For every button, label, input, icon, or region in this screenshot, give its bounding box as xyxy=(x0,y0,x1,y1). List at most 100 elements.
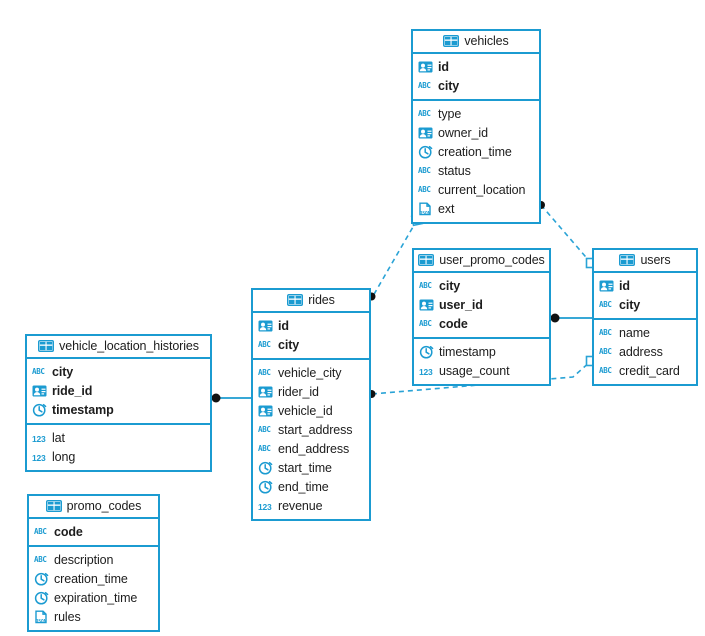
field-row[interactable]: creation_time xyxy=(29,569,158,588)
abc-text-icon: ABC xyxy=(258,339,271,349)
field-row[interactable]: JSON rules xyxy=(29,607,158,626)
field-row[interactable]: timestamp xyxy=(27,400,210,419)
field-label: description xyxy=(54,552,114,567)
field-row[interactable]: ride_id xyxy=(27,381,210,400)
field-label: rider_id xyxy=(278,384,319,399)
abc-text-icon: ABC xyxy=(34,526,47,536)
123-number-icon: 123 xyxy=(32,452,46,463)
field-label: user_id xyxy=(439,297,483,312)
field-row[interactable]: user_id xyxy=(414,295,549,314)
entity-header[interactable]: users xyxy=(594,250,696,273)
field-row[interactable]: owner_id xyxy=(413,123,539,142)
field-row[interactable]: id xyxy=(413,57,539,76)
clock-icon xyxy=(32,403,47,417)
field-label: long xyxy=(52,449,76,464)
field-label: end_address xyxy=(278,441,350,456)
entity-title: vehicles xyxy=(464,34,509,48)
abc-text-icon: ABC xyxy=(418,184,431,194)
field-row[interactable]: start_time xyxy=(253,458,369,477)
abc-text-icon: ABC xyxy=(419,280,432,290)
entity-header[interactable]: promo_codes xyxy=(29,496,158,519)
svg-text:JSON: JSON xyxy=(35,618,46,624)
primary-key-section: ABC code xyxy=(29,519,158,547)
clock-icon xyxy=(34,572,49,586)
field-label: code xyxy=(439,316,468,331)
svg-text:JSON: JSON xyxy=(419,210,430,216)
clock-icon xyxy=(419,345,434,359)
abc-text-icon: ABC xyxy=(418,80,431,90)
table-grid-icon xyxy=(418,253,435,268)
field-label: vehicle_city xyxy=(278,365,342,380)
field-label: code xyxy=(54,524,83,539)
entity-header[interactable]: vehicles xyxy=(413,31,539,54)
field-row[interactable]: creation_time xyxy=(413,142,539,161)
entity-header[interactable]: user_promo_codes xyxy=(414,250,549,273)
entity-header[interactable]: vehicle_location_histories xyxy=(27,336,210,359)
field-row[interactable]: ABC address xyxy=(594,342,696,361)
field-row[interactable]: 123 usage_count xyxy=(414,361,549,380)
field-row[interactable]: id xyxy=(594,276,696,295)
abc-text-icon: ABC xyxy=(418,165,431,175)
json-file-icon: JSON xyxy=(418,202,433,216)
field-row[interactable]: id xyxy=(253,316,369,335)
field-row[interactable]: expiration_time xyxy=(29,588,158,607)
clock-icon xyxy=(34,591,49,605)
field-row[interactable]: end_time xyxy=(253,477,369,496)
entity-title: rides xyxy=(308,293,335,307)
field-label: usage_count xyxy=(439,363,510,378)
entity-header[interactable]: rides xyxy=(253,290,369,313)
123-number-icon: 123 xyxy=(419,366,433,377)
abc-text-icon: ABC xyxy=(258,443,271,453)
field-row[interactable]: 123 long xyxy=(27,447,210,466)
field-label: city xyxy=(619,297,641,312)
abc-text-icon: ABC xyxy=(599,346,612,356)
field-row[interactable]: timestamp xyxy=(414,342,549,361)
field-row[interactable]: ABC code xyxy=(29,522,158,541)
field-row[interactable]: ABC end_address xyxy=(253,439,369,458)
field-label: city xyxy=(52,364,74,379)
abc-text-icon: ABC xyxy=(599,365,612,375)
field-row[interactable]: rider_id xyxy=(253,382,369,401)
field-label: rules xyxy=(54,609,81,624)
123-number-icon: 123 xyxy=(32,433,46,444)
123-number-icon: 123 xyxy=(258,501,272,512)
id-card-icon xyxy=(258,404,273,418)
field-label: creation_time xyxy=(54,571,128,586)
field-row[interactable]: vehicle_id xyxy=(253,401,369,420)
field-label: address xyxy=(619,344,663,359)
field-label: ride_id xyxy=(52,383,93,398)
field-label: creation_time xyxy=(438,144,512,159)
field-label: id xyxy=(278,318,289,333)
field-label: id xyxy=(619,278,630,293)
